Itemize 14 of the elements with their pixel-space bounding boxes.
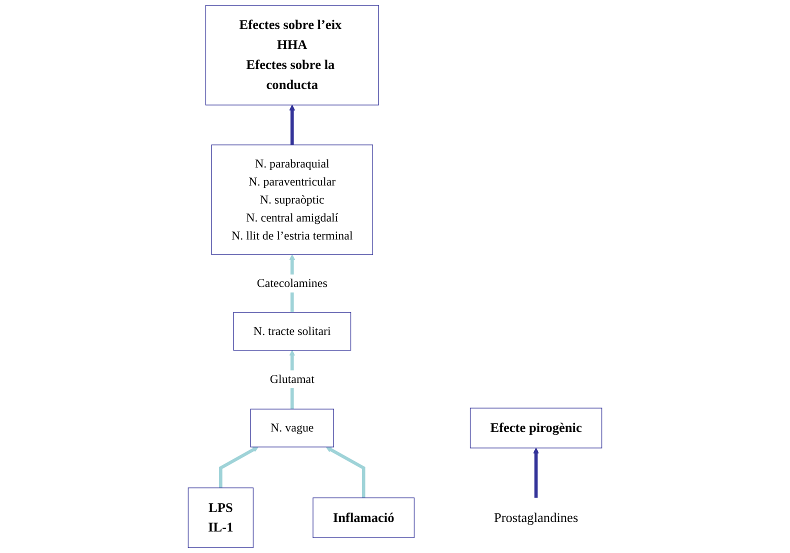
node-box: Efecte pirogènic	[470, 408, 602, 448]
arrow	[533, 448, 539, 498]
arrow	[219, 446, 258, 488]
edge-label: Glutamat	[270, 372, 314, 386]
node-box: Inflamació	[312, 498, 415, 538]
edge-label: Catecolamines	[256, 276, 328, 290]
node-text: Prostaglandines	[494, 510, 578, 526]
arrow	[326, 446, 366, 498]
node-box: N. parabraquial N. paraventricular N. supraòptic N. central amigdalí N. llit de l’estria terminal	[211, 144, 374, 255]
arrow	[289, 104, 296, 145]
node-box: Efectes sobre l’eix HHA Efectes sobre la conducta	[205, 4, 379, 106]
node-box: N. tracte solitari	[233, 312, 352, 351]
node-box: N. vague	[250, 408, 334, 448]
node-box: LPS IL-1	[188, 488, 254, 548]
